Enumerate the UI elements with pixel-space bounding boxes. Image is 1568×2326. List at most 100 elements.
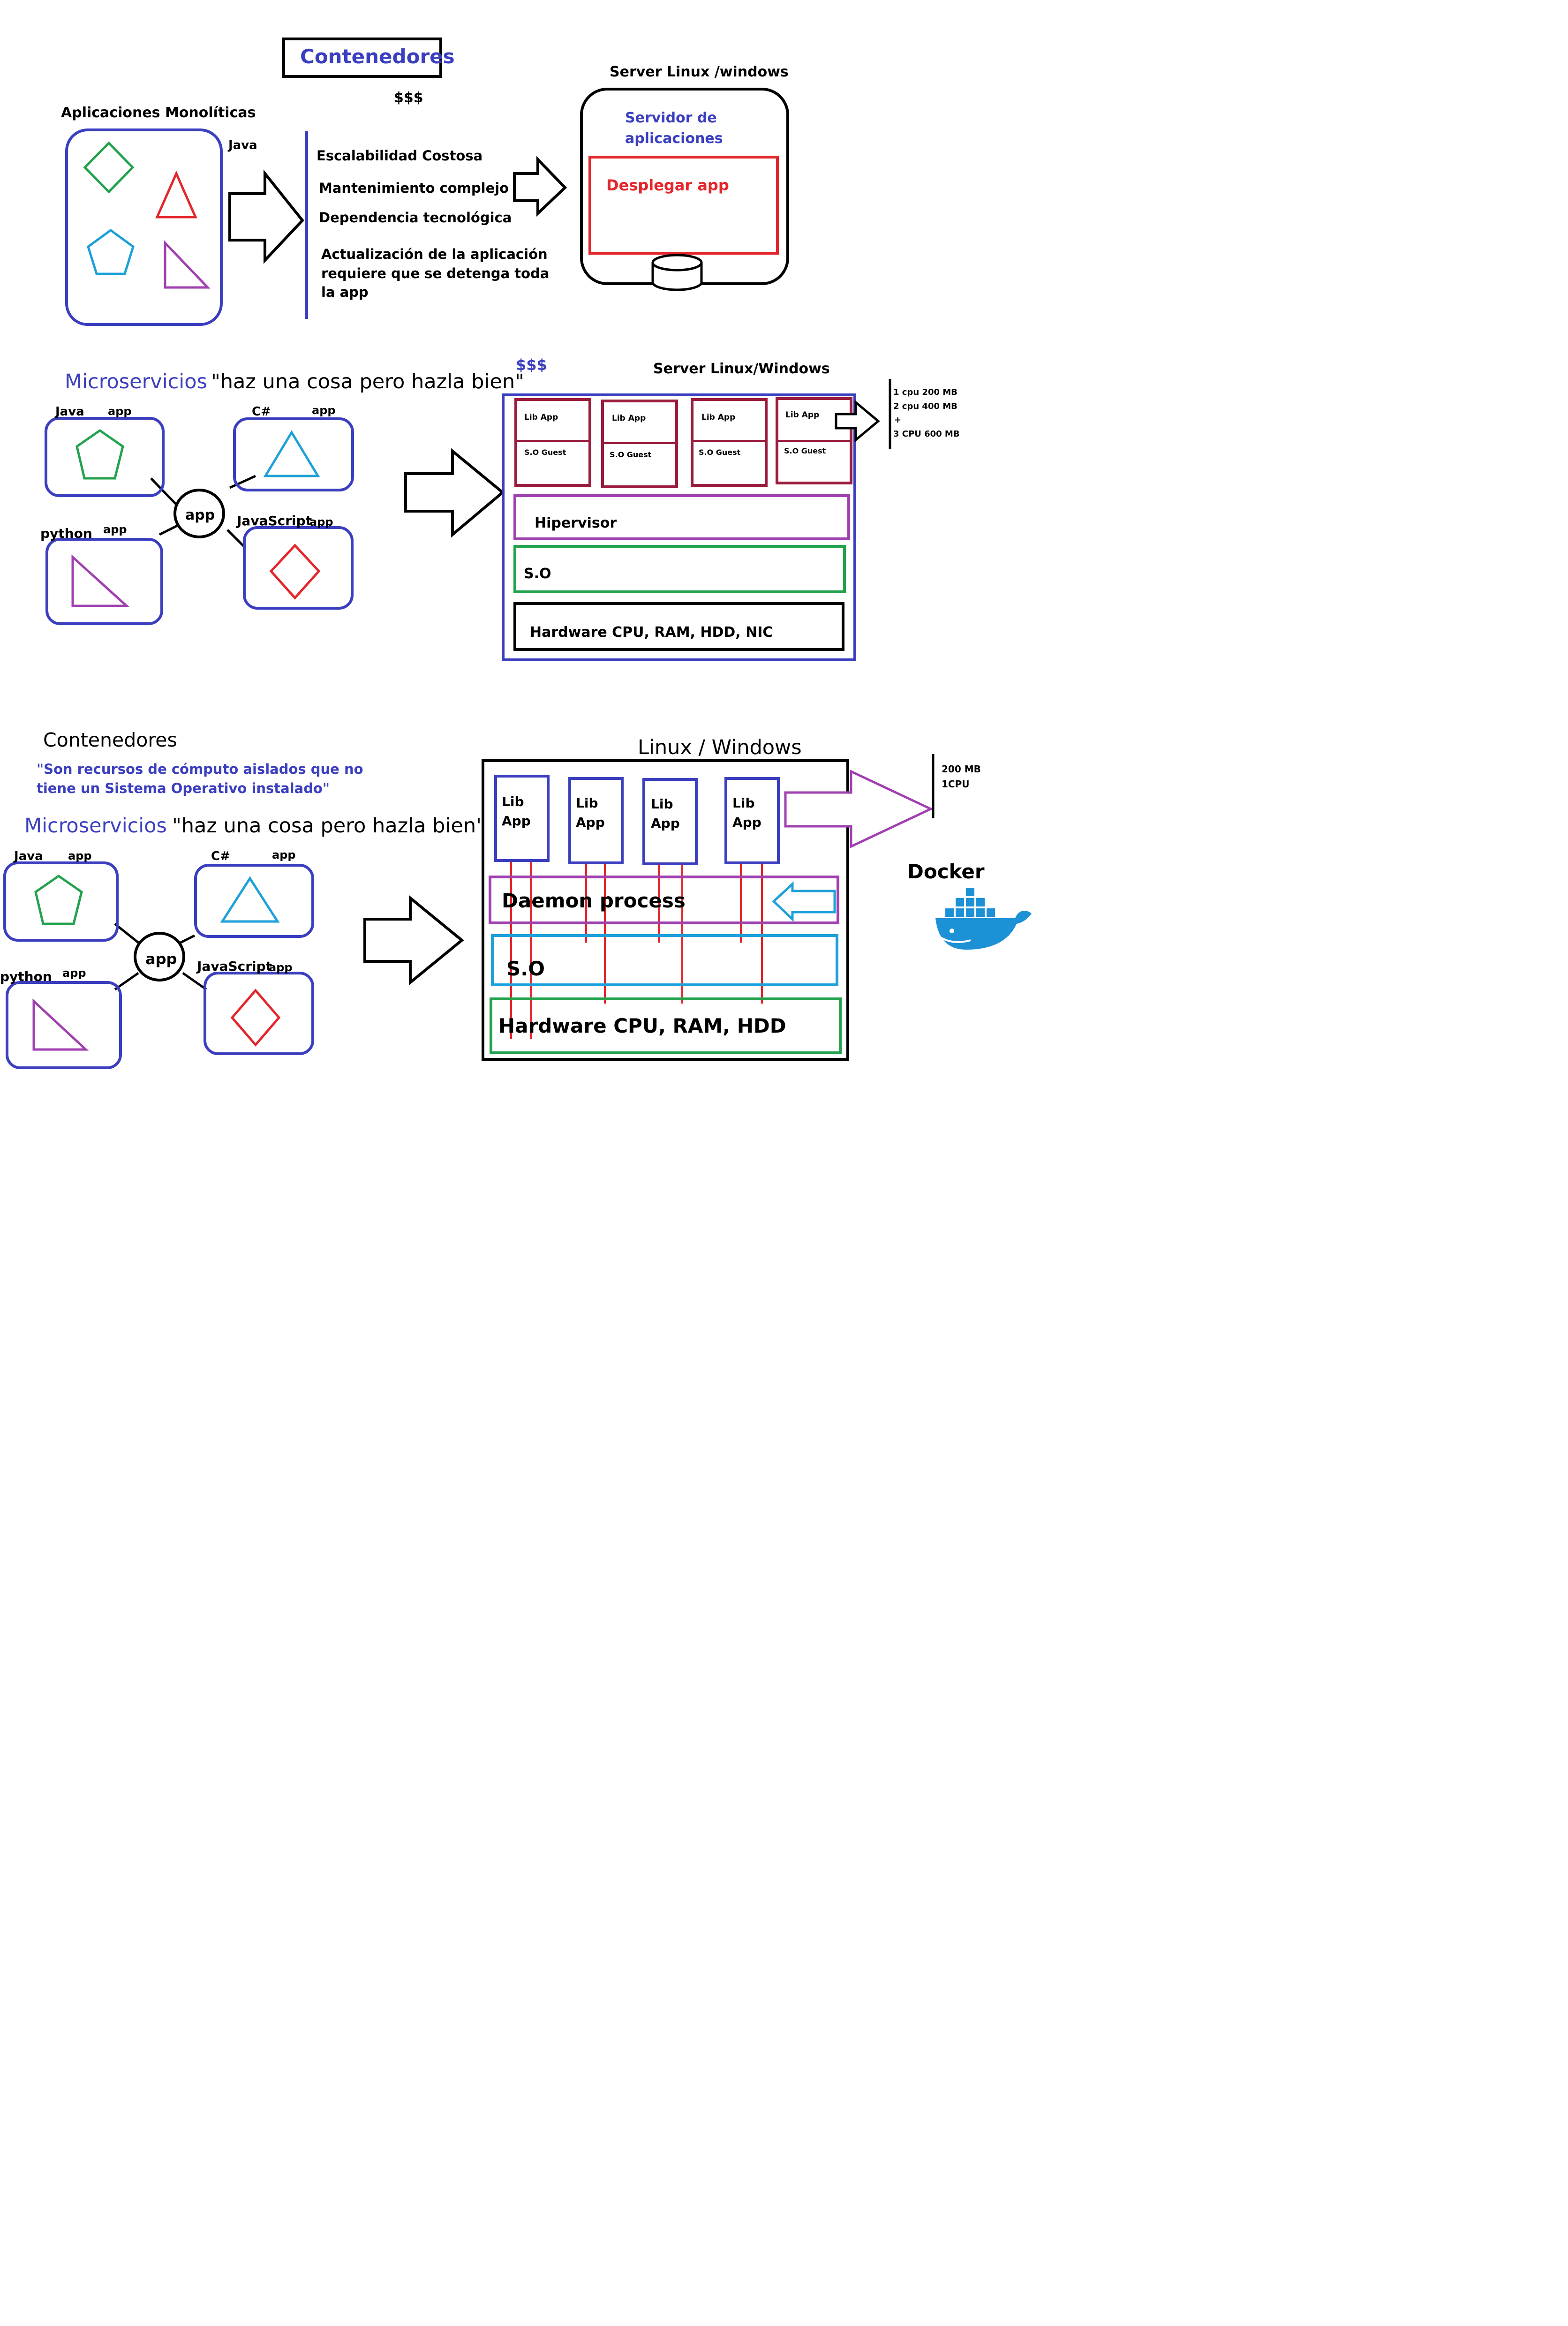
resource-plus: + [894,415,902,425]
app-server-label: Servidor de aplicaciones [625,110,723,147]
service-python-label: python [40,526,92,541]
containers-definition: "Son recursos de cómputo aislados que no… [37,761,363,797]
section1-title: Contenedores [300,45,455,68]
container-links [510,861,763,1039]
issue-4: Actualización de la aplicación requiere … [321,246,550,301]
container-box-2 [568,777,624,864]
resource-3: 3 CPU 600 MB [893,429,960,439]
service3-javascript-tag: app [269,961,293,974]
daemon-label: Daemon process [502,889,686,912]
os-box-2 [513,545,846,593]
cyan-pentagon-shape [87,228,135,275]
vm-4-lib: Lib App [785,410,820,420]
vm-server-box [502,393,856,661]
issue-1: Escalabilidad Costosa [317,148,483,164]
service-box-csharp [233,417,354,491]
service-python-tag: app [103,523,127,536]
microservices-graph-2 [45,417,354,625]
cyan-triangle-shape-3 [220,876,280,923]
docker-whale-icon [935,887,1032,950]
service3-python-label: python [0,969,52,984]
service-java-tag: app [108,405,132,418]
vm-3-os: S.O Guest [699,448,741,457]
hub-label-2: app [185,507,215,523]
purple-triangle-shape [164,240,211,289]
containers-title-box [282,38,442,78]
service3-csharp-tag: app [272,848,296,861]
green-pentagon-shape-3 [34,874,83,925]
service-javascript-tag: app [309,515,333,529]
hardware-box-3 [490,997,842,1054]
vm-2-os: S.O Guest [610,450,652,459]
monolith-box [65,128,223,326]
daemon-box [489,876,839,924]
vm-1-lib: Lib App [524,413,558,422]
vm-box-1 [514,398,591,487]
issue-2: Mantenimiento complejo [319,180,509,196]
arrow-to-resources-3 [784,770,934,848]
hardware-label-2: Hardware CPU, RAM, HDD, NIC [530,624,773,641]
container-2-label: Lib App [576,795,605,830]
vm-4-os: S.O Guest [784,446,826,455]
green-diamond-shape [83,141,135,194]
service3-java-tag: app [68,849,92,862]
os-label-2: S.O [524,566,551,582]
motto-2: "haz una cosa pero hazla bien" [211,370,524,393]
service3-box-javascript [204,972,314,1055]
vm-2-lib: Lib App [612,414,646,423]
resource3-2: 1CPU [942,778,970,790]
container-1-label: Lib App [502,794,531,829]
container-box-4 [724,777,780,864]
resource-2: 2 cpu 400 MB [893,401,957,411]
purple-triangle-shape-3 [32,998,89,1051]
deploy-box [588,156,779,255]
section1-cost: $$$ [394,90,423,106]
service-java-label: Java [55,405,84,419]
section3-title: Contenedores [43,729,177,751]
arrow-to-vm-server [404,448,505,538]
cyan-triangle-shape [263,430,320,477]
deploy-label: Desplegar app [606,176,729,194]
service3-box-python [6,981,122,1069]
hardware-label-3: Hardware CPU, RAM, HDD [498,1014,786,1037]
container-box-1 [494,775,550,862]
vm-1-os: S.O Guest [524,448,566,457]
vm-server-title: Server Linux/Windows [653,361,830,377]
service-box-java [45,417,165,497]
service-javascript-label: JavaScript [237,513,312,529]
os-box-3 [491,934,838,986]
hypervisor-box [513,494,850,540]
docker-label: Docker [907,860,985,883]
container-3-label: Lib App [651,796,680,831]
app-hub-circle-3 [134,932,185,982]
issue-3: Dependencia tecnológica [319,210,512,226]
service3-box-csharp [194,864,314,938]
vm-box-3 [691,398,768,487]
hardware-box-2 [513,602,844,651]
section2-cost: $$$ [516,356,547,374]
service-box-python [45,538,163,625]
microservices-title-2: Microservicios [65,370,207,393]
purple-triangle-shape-2 [71,554,130,607]
service3-java-label: Java [14,849,43,863]
server1-title: Server Linux /windows [610,64,789,80]
service3-csharp-label: C# [211,849,230,863]
monolithic-label: Aplicaciones Monolíticas [61,105,256,121]
arrow-to-resources-2 [835,400,880,443]
container-server-title: Linux / Windows [638,736,802,759]
database-icon [651,254,703,291]
service-csharp-tag: app [312,404,336,417]
arrow-to-issues [228,169,304,264]
os-label-3: S.O [506,957,545,980]
vm-3-lib: Lib App [701,413,736,422]
hypervisor-label: Hipervisor [535,515,617,531]
microservices-title-3: Microservicios [24,814,167,838]
red-diamond-shape-3 [230,989,281,1047]
app-hub-circle [173,489,225,538]
arrow-to-server [513,156,567,217]
hub-label-3: app [145,950,177,968]
green-pentagon-shape [75,429,124,480]
red-diamond-shape [269,544,321,600]
service-box-javascript [243,526,354,610]
